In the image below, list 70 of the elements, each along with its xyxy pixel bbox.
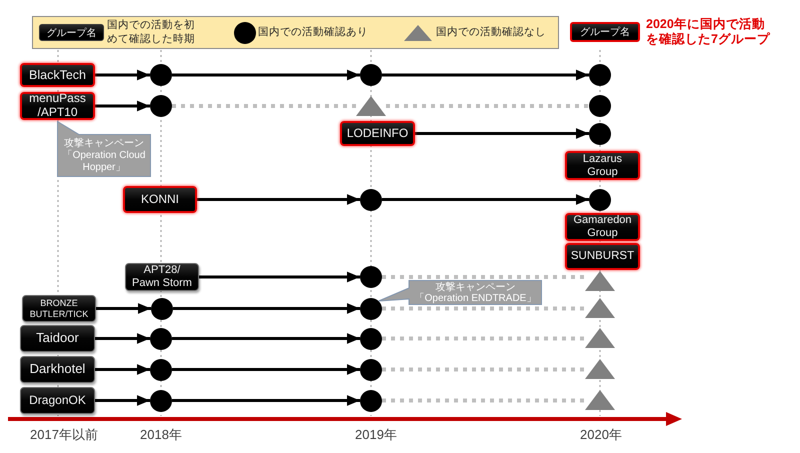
triangle-icon (585, 271, 615, 291)
dot-icon (150, 390, 172, 412)
triangle-icon (356, 96, 386, 116)
arrow (95, 70, 150, 80)
dot-icon (360, 266, 382, 288)
arrow (96, 303, 151, 314)
arrow (172, 395, 360, 406)
arrow (415, 128, 589, 139)
triangle-icon (585, 390, 615, 410)
arrow (95, 333, 150, 344)
group-node: Lazarus Group (565, 151, 640, 180)
arrow (95, 100, 150, 112)
dot-icon (589, 95, 611, 117)
group-node: KONNI (123, 186, 197, 213)
dot-icon (360, 328, 382, 350)
dot-icon (360, 358, 382, 380)
arrow (172, 364, 360, 375)
year-label: 2018年 (140, 427, 182, 443)
dotted-line (382, 275, 585, 279)
legend-text: 国内での活動確認なし (436, 26, 546, 40)
group-node: LODEINFO (340, 121, 415, 146)
dotted-line (382, 398, 585, 402)
dot-icon (589, 64, 611, 86)
dot-icon (150, 64, 172, 86)
dot-icon (589, 122, 611, 144)
arrow (173, 303, 360, 314)
group-node: BlackTech (20, 63, 95, 87)
group-node: SUNBURST (565, 243, 640, 270)
dotted-line (382, 306, 585, 310)
dotted-line (386, 104, 589, 108)
arrow (172, 333, 360, 344)
legend-text: 2020年に国内で活動を確認した7グループ (646, 17, 770, 47)
triangle-icon (585, 358, 615, 378)
group-node: Darkhotel (20, 356, 95, 383)
year-label: 2019年 (355, 427, 397, 443)
dot-icon (150, 358, 172, 380)
triangle-icon (585, 328, 615, 348)
legend-group-tag: グループ名 (39, 24, 104, 41)
arrow (172, 70, 360, 80)
dotted-line (382, 368, 585, 372)
dot-icon (360, 390, 382, 412)
dot-icon (151, 298, 173, 320)
dot-icon (360, 188, 382, 210)
legend-text: 国内での活動確認あり (258, 26, 368, 40)
dot-icon (150, 95, 172, 117)
legend-group-tag: グループ名 (570, 22, 640, 42)
dot-icon (150, 328, 172, 350)
legend-text: 国内での活動を初めて確認した時期 (107, 18, 196, 46)
dotted-line (382, 336, 585, 340)
callout-bubble: 攻撃キャンペーン「Operation ENDTRADE」 (378, 280, 542, 305)
arrow (95, 395, 150, 406)
callout-bubble: 攻撃キャンペーン「Operation Cloud Hopper」 (57, 121, 151, 177)
dot-icon (589, 188, 611, 210)
group-node: BRONZE BUTLER/TICK (22, 295, 96, 322)
arrow (382, 70, 589, 80)
dot-icon (360, 64, 382, 86)
triangle-icon (585, 298, 615, 318)
dotted-line (172, 104, 356, 108)
arrow (199, 272, 360, 282)
group-node: Taidoor (20, 325, 95, 352)
group-node: Gamaredon Group (565, 213, 640, 241)
year-label: 2017年以前 (30, 427, 98, 443)
group-node: DragonOK (20, 387, 95, 414)
group-node: APT28/ Pawn Storm (125, 263, 199, 291)
arrow (382, 194, 589, 205)
dot-icon (360, 298, 382, 320)
group-node: menuPass /APT10 (20, 92, 95, 120)
year-label: 2020年 (580, 427, 622, 443)
arrow (95, 364, 150, 375)
arrow (197, 194, 360, 205)
